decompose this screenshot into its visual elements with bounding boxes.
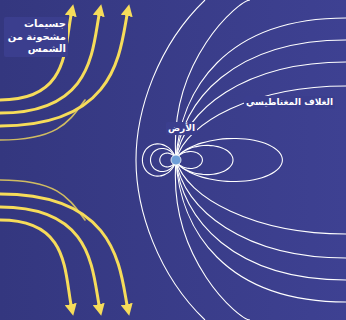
magnetosphere-label: الغلاف المغناطيسي <box>244 96 335 109</box>
tail-field-line <box>176 160 346 234</box>
dipole-field-line <box>176 145 233 174</box>
solar-wind-arrows <box>0 10 128 310</box>
solar-wind-arrow <box>0 10 100 113</box>
earth-globe <box>171 155 181 165</box>
tail-field-line <box>176 160 346 302</box>
solar-wind-arrow <box>0 10 72 100</box>
solar-wind-stream <box>0 100 85 140</box>
field-lines <box>136 0 346 320</box>
tail-field-line <box>175 160 250 320</box>
solar-wind-arrow <box>0 207 100 310</box>
solar-wind-stream <box>0 180 85 220</box>
solar-particles-label: جسيمات مشحونة من الشمس <box>4 17 68 57</box>
solar-wind-arrow <box>0 10 128 126</box>
magnetopause-line <box>136 0 205 320</box>
dipole-field-line <box>176 138 282 181</box>
earth-label: الأرض <box>166 122 197 135</box>
tail-field-line <box>176 86 346 160</box>
solar-wind-arrow <box>0 194 128 310</box>
solar-wind-arrow <box>0 220 72 310</box>
tail-field-line <box>175 0 250 160</box>
tail-field-line <box>176 18 346 160</box>
